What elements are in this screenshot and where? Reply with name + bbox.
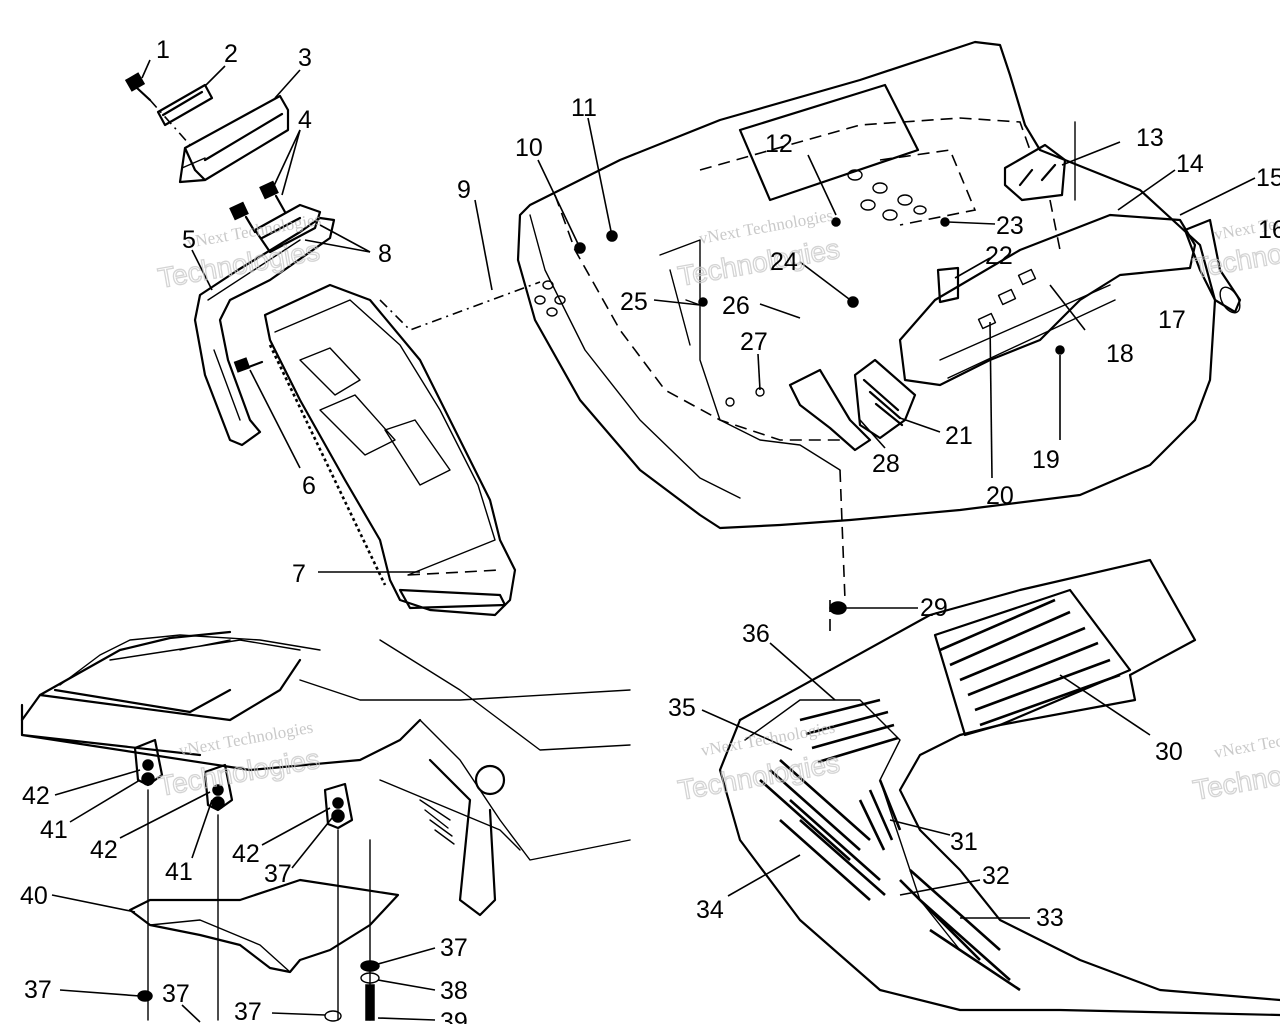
vent-21 bbox=[853, 358, 917, 440]
callout-33: 33 bbox=[1036, 904, 1064, 932]
callout-17: 17 bbox=[1158, 306, 1186, 334]
svg-text:vNext Technologies: vNext Technologies bbox=[1212, 720, 1280, 762]
nose-bumper-assembly bbox=[124, 72, 541, 617]
hood-assembly bbox=[516, 40, 1242, 601]
skid-plate-40 bbox=[128, 878, 400, 974]
bracket-3 bbox=[178, 94, 290, 184]
callout-20: 20 bbox=[986, 482, 1014, 510]
callout-37: 37 bbox=[264, 860, 292, 888]
callout-12: 12 bbox=[765, 130, 793, 158]
callout-labels: 1 2 3 4 5 6 7 8 9 16 10 11 12 13 14 15 1… bbox=[20, 36, 1280, 1024]
callout-21: 21 bbox=[945, 422, 973, 450]
callout-23: 23 bbox=[996, 212, 1024, 240]
callout-30: 30 bbox=[1155, 738, 1183, 766]
callout-1: 1 bbox=[156, 36, 170, 64]
callout-6: 6 bbox=[302, 472, 316, 500]
leader-lines bbox=[51, 59, 1256, 1023]
callout-3: 3 bbox=[298, 44, 312, 72]
callout-39: 39 bbox=[440, 1008, 468, 1024]
callout-35: 35 bbox=[668, 694, 696, 722]
callout-41: 41 bbox=[165, 858, 193, 886]
callout-37: 37 bbox=[440, 934, 468, 962]
callout-34: 34 bbox=[696, 896, 724, 924]
storage-view bbox=[718, 558, 1280, 1017]
svg-text:Technologies: Technologies bbox=[676, 747, 842, 806]
callout-42: 42 bbox=[232, 840, 260, 868]
callout-10: 10 bbox=[515, 134, 543, 162]
callout-28: 28 bbox=[872, 450, 900, 478]
callout-11: 11 bbox=[571, 94, 597, 122]
callout-8: 8 bbox=[378, 240, 392, 268]
callout-13: 13 bbox=[1136, 124, 1164, 152]
callout-37: 37 bbox=[162, 980, 190, 1008]
callout-36: 36 bbox=[742, 620, 770, 648]
callout-19: 19 bbox=[1032, 446, 1060, 474]
hole-cluster bbox=[534, 169, 927, 317]
bracket-13 bbox=[1003, 143, 1067, 202]
callout-32: 32 bbox=[982, 862, 1010, 890]
hood-shell bbox=[516, 40, 1217, 530]
callout-25: 25 bbox=[620, 288, 648, 316]
callout-2: 2 bbox=[224, 40, 238, 68]
callout-40: 40 bbox=[20, 882, 48, 910]
callout-37: 37 bbox=[234, 998, 262, 1024]
console-17 bbox=[898, 213, 1197, 387]
bracket-28 bbox=[788, 368, 872, 452]
chassis-view bbox=[20, 630, 631, 1022]
clamp-8 bbox=[253, 203, 322, 254]
callout-15: 15 bbox=[1256, 164, 1280, 192]
latch-16 bbox=[1183, 218, 1242, 314]
nose-cover-7 bbox=[263, 283, 517, 617]
callout-9: 9 bbox=[457, 176, 471, 204]
callout-4: 4 bbox=[298, 106, 312, 134]
plate-2 bbox=[156, 83, 214, 127]
callout-27: 27 bbox=[740, 328, 768, 356]
callout-7: 7 bbox=[292, 560, 306, 588]
callout-24: 24 bbox=[770, 248, 798, 276]
callout-37: 37 bbox=[24, 976, 52, 1004]
callout-22: 22 bbox=[985, 242, 1013, 270]
callout-14: 14 bbox=[1176, 150, 1204, 178]
bumper-5 bbox=[193, 216, 336, 447]
svg-text:Technologies: Technologies bbox=[156, 235, 322, 294]
callout-29: 29 bbox=[920, 594, 948, 622]
watermarks: vNext Technologies Technologies vNext Te… bbox=[155, 202, 1280, 807]
bolts-4 bbox=[229, 180, 287, 234]
callout-31: 31 bbox=[950, 828, 978, 856]
callout-38: 38 bbox=[440, 977, 468, 1005]
callout-41: 41 bbox=[40, 816, 68, 844]
callout-5: 5 bbox=[182, 226, 196, 254]
callout-26: 26 bbox=[722, 292, 750, 320]
callout-42: 42 bbox=[90, 836, 118, 864]
callout-18: 18 bbox=[1106, 340, 1134, 368]
callout-42: 42 bbox=[22, 782, 50, 810]
bolt-1 bbox=[124, 72, 191, 146]
callout-16: 16 bbox=[1258, 216, 1280, 244]
